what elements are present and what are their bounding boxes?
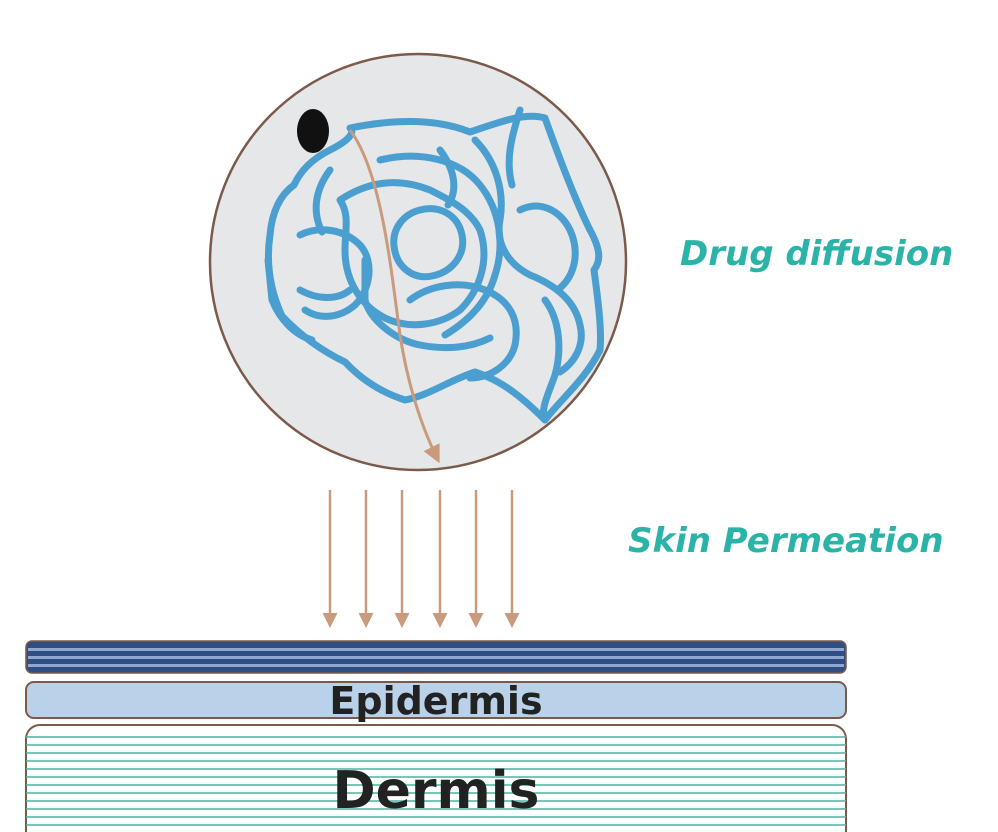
stratum-corneum-layer <box>26 641 846 673</box>
epidermis-label: Epidermis <box>329 679 542 723</box>
permeation-arrows <box>330 490 512 625</box>
dermis-label: Dermis <box>332 761 539 821</box>
epidermis-layer: Epidermis <box>26 679 846 723</box>
skin-permeation-label: Skin Permeation <box>628 521 944 561</box>
drug-particle-icon <box>297 109 329 153</box>
dermis-layer: Dermis <box>26 725 846 832</box>
drug-diffusion-label: Drug diffusion <box>680 234 953 274</box>
